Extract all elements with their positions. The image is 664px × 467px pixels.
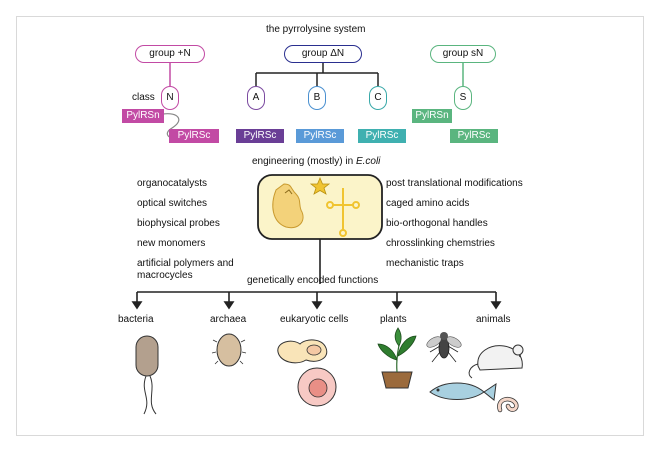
organism-label-bacteria: bacteria (118, 314, 154, 325)
right-item: post translational modifications (386, 178, 523, 189)
mouse-icon (468, 344, 524, 379)
class-N-node: N (161, 86, 179, 110)
enzyme-PylRSn-plusN: PylRSn (122, 109, 164, 123)
engineering-label: engineering (mostly) in E.coli (252, 156, 380, 168)
enzyme-PylRSc-B: PylRSc (296, 129, 344, 143)
group-plusN-node: group +N (135, 45, 205, 63)
class-C-node: C (369, 86, 387, 110)
left-item: biophysical probes (137, 218, 220, 229)
organism-label-archaea: archaea (210, 314, 247, 325)
functions-label: genetically encoded functions (247, 275, 379, 286)
amino-acid-star-icon (309, 176, 331, 195)
enzyme-PylRSc-plusN: PylRSc (169, 129, 219, 143)
trna-icon (326, 188, 360, 237)
left-item: artificial polymers and (137, 258, 234, 269)
enzyme-PylRSc-A: PylRSc (236, 129, 284, 143)
worm-icon (497, 396, 519, 413)
left-item: organocatalysts (137, 178, 208, 189)
engineering-organism: E.coli (355, 156, 381, 167)
organism-label-plants: plants (380, 314, 407, 325)
left-item: optical switches (137, 198, 208, 209)
enzyme-PylRSc-S: PylRSc (450, 129, 498, 143)
left-item: new monomers (137, 238, 206, 249)
organism-label-animals: animals (476, 314, 511, 325)
left-item: macrocycles (137, 270, 193, 281)
class-A-node: A (247, 86, 265, 110)
group-sN-node: group sN (430, 45, 496, 63)
diagram-title: the pyrrolysine system (266, 24, 366, 35)
fish-icon (429, 382, 497, 401)
organism-label-eukaryotic: eukaryotic cells (280, 314, 349, 325)
right-item: chrosslinking chemstries (386, 238, 495, 249)
class-label: class (132, 92, 155, 103)
right-item: bio-orthogonal handles (386, 218, 488, 229)
enzyme-PylRSc-C: PylRSc (358, 129, 406, 143)
right-item: caged amino acids (386, 198, 470, 209)
archaeon-icon (211, 333, 247, 367)
enzyme-PylRSn-S: PylRSn (412, 109, 452, 123)
enzyme-detail (284, 189, 293, 195)
fly-icon (426, 332, 462, 363)
engineering-prefix: engineering (mostly) in (252, 156, 356, 167)
plant-icon (377, 327, 417, 389)
group-deltaN-node: group ΔN (284, 45, 362, 63)
eukaryotic-cells-icon (277, 339, 337, 407)
enzyme-icon (272, 183, 304, 229)
class-S-node: S (454, 86, 472, 110)
branch-arrows (131, 292, 502, 310)
bacterium-icon (135, 335, 159, 415)
class-B-node: B (308, 86, 326, 110)
right-item: mechanistic traps (386, 258, 464, 269)
